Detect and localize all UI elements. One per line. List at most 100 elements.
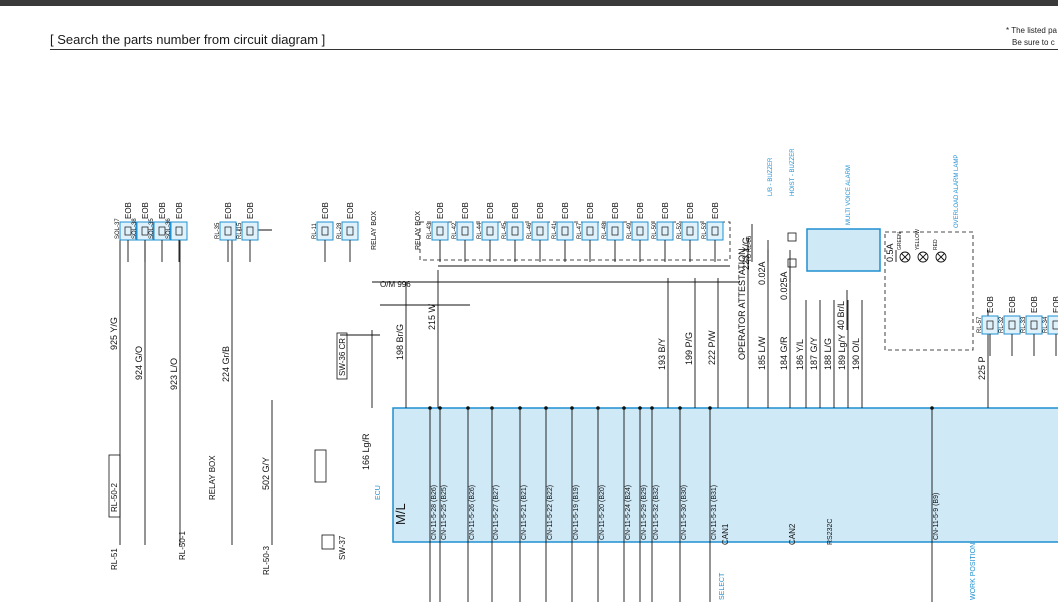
ecu-pin-label: CN-11-5-21 (B21) <box>521 485 528 540</box>
lamp-yellow-label: YELLOW <box>915 229 921 250</box>
relay-coil-core <box>1052 320 1058 330</box>
rl50-3-label: RL-50-3 <box>262 546 271 575</box>
relay-id: RL-45 <box>502 222 508 239</box>
relay-coil-core <box>1008 320 1016 330</box>
relay-id: SOL-36 <box>166 218 172 239</box>
eob-label: EOB <box>486 202 495 219</box>
relay-id: RL-33 <box>1021 316 1027 333</box>
buzzer-label: L/B - BUZZER <box>768 157 774 196</box>
wire-label: 188 L/G <box>823 338 833 370</box>
relay-coil-core <box>158 226 166 236</box>
ecu-pin-dot <box>544 406 548 410</box>
wire-label: 223 Y/G <box>741 237 751 270</box>
relay-coil-core <box>511 226 519 236</box>
relay-coil <box>606 221 624 241</box>
relay-id: RL-35 <box>215 222 221 239</box>
rs232c-label: RS232C <box>827 519 834 545</box>
rl50-2-label: RL-50-2 <box>110 483 119 512</box>
eob-label: EOB <box>246 202 255 219</box>
buzzer-box <box>787 232 797 242</box>
relay-coil-core <box>124 226 132 236</box>
relay-box-label: RELAY BOX <box>415 211 422 250</box>
note-line-2: Be sure to c <box>1012 38 1055 47</box>
eob-label: EOB <box>711 202 720 219</box>
eob-label: EOB <box>611 202 620 219</box>
wire-label: 186 Y/L <box>795 339 805 370</box>
relay-id: RL-42 <box>452 222 458 239</box>
relay-coil-core <box>611 226 619 236</box>
window-top-bar <box>0 0 1058 6</box>
rl50-1-label: RL-50-1 <box>178 531 187 560</box>
wire-label: 0.025A <box>779 271 789 300</box>
eob-label: EOB <box>686 202 695 219</box>
wire-label: 924 G/O <box>134 346 144 380</box>
relay-coil-core <box>246 226 254 236</box>
eob-label: EOB <box>1008 296 1017 313</box>
relay-coil-core <box>536 226 544 236</box>
relay-coil <box>341 221 359 241</box>
ecu-pin-dot <box>596 406 600 410</box>
ecu-pin-dot <box>570 406 574 410</box>
multi-voice-alarm-label: MULTI VOICE ALARM <box>846 165 852 225</box>
eob-label: EOB <box>986 296 995 313</box>
eob-label: EOB <box>1030 296 1039 313</box>
relay-coil <box>1025 315 1043 335</box>
rl25-box <box>314 449 327 483</box>
ecu-label: ECU <box>375 485 382 500</box>
relay-coil-core <box>346 226 354 236</box>
ecu-pin-dot <box>490 406 494 410</box>
wire-label: 923 L/O <box>169 358 179 390</box>
eob-label: EOB <box>636 202 645 219</box>
ecu-pin-label: CN-11-5-28 (B26) <box>431 485 438 540</box>
relay-id: RL-47 <box>577 222 583 239</box>
relay-coil-core <box>986 320 994 330</box>
ecu-pin-label: CN-11-5-9 (B9) <box>933 493 940 540</box>
relay-coil-core <box>686 226 694 236</box>
wire-label: 925 Y/G <box>109 317 119 350</box>
relay-id: SOL-35 <box>149 218 155 239</box>
relay-coil <box>481 221 499 241</box>
relay-503-box <box>321 534 335 550</box>
ecu-pin-dot <box>678 406 682 410</box>
wire-label: 185 L/W <box>757 336 767 370</box>
relay-coil <box>706 221 724 241</box>
lamp-yellow-icon <box>917 251 929 263</box>
eob-label: EOB <box>141 202 150 219</box>
relay-id: SOL-37 <box>115 218 121 239</box>
relay-coil-core <box>321 226 329 236</box>
wire-label: 0.5A <box>885 243 895 262</box>
can1-label: CAN1 <box>721 523 730 545</box>
ecu-pin-label: CN-11-5-25 (B25) <box>441 485 448 540</box>
relay-id: RL-46 <box>527 222 533 239</box>
ecu-pin-dot <box>518 406 522 410</box>
relay-coil <box>456 221 474 241</box>
relay-coil <box>170 221 188 241</box>
relay-coil <box>681 221 699 241</box>
ecu-pin-dot <box>930 406 934 410</box>
ecu-pin-dot <box>650 406 654 410</box>
ecu-pin-label: CN-11-5-24 (B24) <box>625 485 632 540</box>
ecu-pin-label: CN-11-5-30 (B30) <box>681 485 688 540</box>
page-title: [ Search the parts number from circuit d… <box>50 32 326 47</box>
relay-coil-core <box>586 226 594 236</box>
relay-id: RL-57 <box>977 316 983 333</box>
relay-coil <box>219 221 237 241</box>
eob-label: EOB <box>561 202 570 219</box>
relay-coil <box>556 221 574 241</box>
lamp-green-icon <box>899 251 911 263</box>
wire-label: OPERATOR ATTESTATION <box>737 248 747 360</box>
relay-coil-core <box>141 226 149 236</box>
relay-id: RL-43 <box>427 222 433 239</box>
relay-id: RL-50 <box>652 222 658 239</box>
relay-coil-core <box>711 226 719 236</box>
relay-coil-core <box>636 226 644 236</box>
eob-label: EOB <box>346 202 355 219</box>
overload-lamp-label: OVERLOAD ALARM LAMP <box>954 155 960 228</box>
relay-coil-core <box>224 226 232 236</box>
wire-label: 190 O/L <box>851 338 861 370</box>
ecu-pin-dot <box>466 406 470 410</box>
side-note: * The listed pa Be sure to c <box>1006 25 1057 49</box>
wire-label: 166 Lg/R <box>361 433 371 470</box>
relay-coil <box>316 221 334 241</box>
sw36-label: SW-36 CR <box>338 338 347 376</box>
